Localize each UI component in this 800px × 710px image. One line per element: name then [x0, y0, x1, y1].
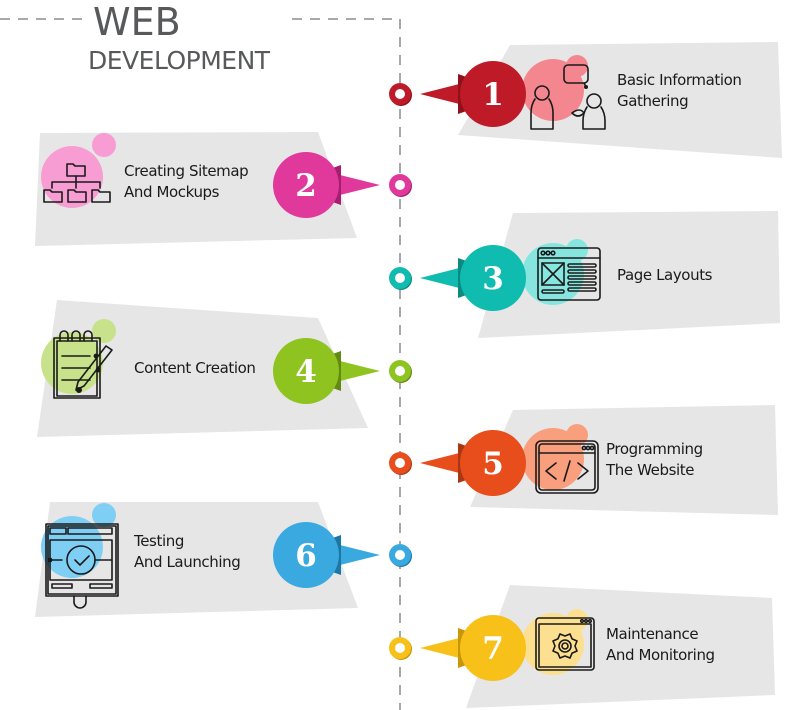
timeline-node-center	[395, 550, 405, 560]
step-label-line1: Programming	[606, 440, 703, 458]
step-label-line1: Testing	[134, 532, 184, 550]
page-layout-icon	[537, 247, 601, 301]
step-6: 6	[35, 502, 412, 617]
step-3: 3	[389, 211, 780, 338]
step-label-line2: Gathering	[617, 91, 689, 110]
step-number-circle	[460, 245, 526, 311]
step-label-line2: And Mockups	[124, 182, 220, 201]
step-number-circle	[460, 430, 526, 496]
timeline-node-center	[395, 89, 405, 99]
step-2: 2	[35, 132, 412, 246]
step-7: 7	[389, 585, 775, 708]
decor-circle-small	[92, 133, 116, 157]
settings-window-icon	[535, 617, 595, 671]
step-label-line1: Maintenance	[606, 625, 699, 643]
decor-circle-large	[41, 516, 103, 578]
timeline-node-center	[395, 643, 405, 653]
step-label-line1: Basic Information	[617, 71, 742, 89]
step-label-line1: Creating Sitemap	[124, 162, 249, 180]
step-panel	[478, 211, 780, 338]
timeline-node-center	[395, 366, 405, 376]
step-number: 7	[482, 631, 504, 667]
step-number: 5	[482, 446, 504, 482]
step-number-circle	[460, 61, 526, 127]
step-number-circle	[273, 152, 339, 218]
step-label-line2: And Launching	[134, 552, 241, 571]
decor-circle-small	[566, 55, 588, 77]
notepad-pencil-icon	[53, 330, 113, 399]
step-number: 4	[295, 354, 317, 390]
step-5: 5	[389, 405, 778, 515]
testing-check-icon	[45, 523, 119, 609]
decor-circle-small	[92, 319, 116, 343]
decor-circle-large	[522, 59, 584, 121]
step-label: Content Creation	[134, 358, 256, 379]
step-number-circle	[460, 615, 526, 681]
timeline-node-center	[395, 458, 405, 468]
timeline-node-center	[395, 180, 405, 190]
step-1: 1	[389, 42, 782, 158]
timeline-node-center	[395, 273, 405, 283]
sitemap-icon	[43, 163, 111, 203]
decor-circle-small	[566, 424, 588, 446]
step-label: Page Layouts	[617, 265, 712, 286]
step-number-circle	[273, 338, 339, 404]
code-window-icon	[535, 440, 599, 494]
step-number-circle	[273, 522, 339, 588]
step-label-line2: The Website	[606, 460, 695, 479]
decor-circle-small	[92, 503, 116, 527]
step-label-line1: Page Layouts	[617, 266, 713, 284]
decor-circle-large	[522, 613, 584, 675]
step-number: 2	[295, 168, 317, 204]
title-development: DEVELOPMENT	[88, 46, 270, 75]
title-web: WEB	[93, 0, 181, 44]
step-label-line2: And Monitoring	[606, 645, 715, 664]
step-label-line1: Content Creation	[134, 359, 256, 377]
step-panel	[37, 300, 368, 437]
step-panel	[35, 132, 357, 246]
step-4: 4	[37, 300, 412, 437]
step-number: 3	[482, 261, 504, 297]
decor-circle-small	[566, 609, 588, 631]
decor-circle-large	[41, 146, 103, 208]
step-number: 6	[295, 538, 317, 574]
people-conversation-icon	[530, 64, 606, 130]
decor-circle-small	[566, 239, 588, 261]
step-number: 1	[482, 77, 504, 113]
